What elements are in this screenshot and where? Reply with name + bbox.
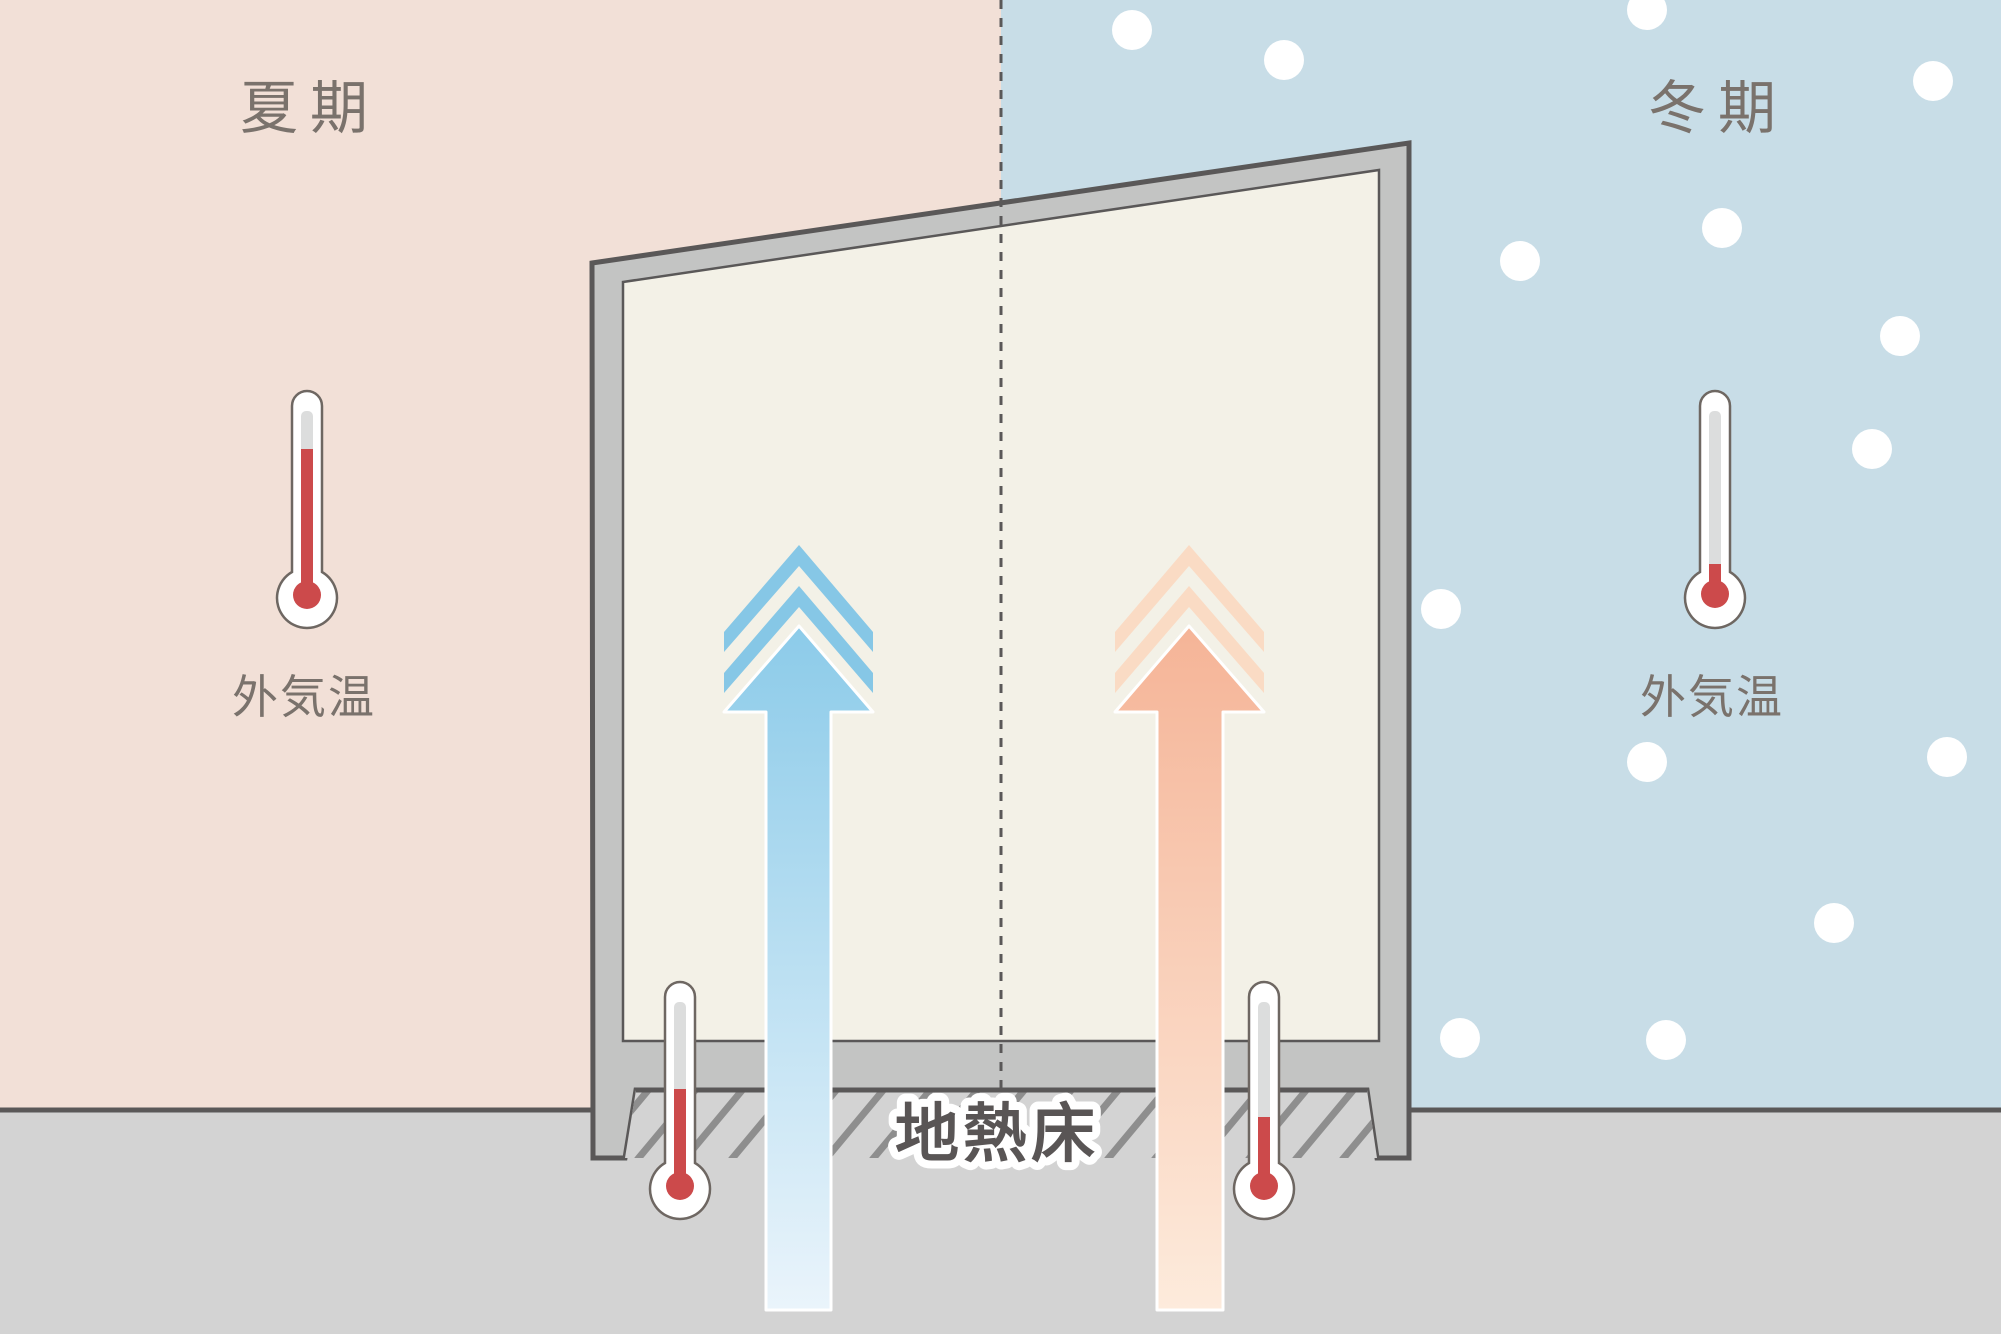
summer-outside-temp-label: 外気温 bbox=[232, 670, 376, 724]
summer-floor-thermometer-icon bbox=[648, 980, 712, 1221]
snowflake-dot-icon bbox=[1913, 61, 1953, 101]
snowflake-dot-icon bbox=[1880, 316, 1920, 356]
snowflake-dot-icon bbox=[1702, 208, 1742, 248]
summer-outside-thermometer-icon bbox=[275, 389, 339, 630]
chevron-up-icon bbox=[724, 545, 873, 652]
floor-label: 地熱床 bbox=[895, 1098, 1099, 1172]
summer-title: 夏期 bbox=[240, 74, 380, 142]
snowflake-dot-icon bbox=[1500, 241, 1540, 281]
winter-title: 冬期 bbox=[1648, 74, 1788, 142]
snowflake-dot-icon bbox=[1927, 737, 1967, 777]
summer-airflow-arrow bbox=[722, 545, 875, 1312]
snowflake-dot-icon bbox=[1440, 1018, 1480, 1058]
up-arrow-icon bbox=[722, 624, 875, 1312]
winter-outside-temp-label: 外気温 bbox=[1640, 670, 1784, 724]
chevron-up-icon bbox=[1115, 545, 1264, 652]
room-interior bbox=[621, 168, 1381, 1043]
winter-floor-thermometer-icon bbox=[1232, 980, 1296, 1221]
snowflake-dot-icon bbox=[1646, 1020, 1686, 1060]
winter-airflow-arrow bbox=[1113, 545, 1266, 1312]
snowflake-dot-icon bbox=[1421, 589, 1461, 629]
snowflake-dot-icon bbox=[1814, 903, 1854, 943]
snowflake-dot-icon bbox=[1627, 0, 1667, 30]
snowflake-dot-icon bbox=[1264, 40, 1304, 80]
snowflake-dot-icon bbox=[1627, 742, 1667, 782]
snowflake-dot-icon bbox=[1112, 10, 1152, 50]
winter-outside-thermometer-icon bbox=[1683, 389, 1747, 630]
chevron-up-icon bbox=[724, 586, 873, 693]
snowflake-dot-icon bbox=[1852, 429, 1892, 469]
chevron-up-icon bbox=[1115, 586, 1264, 693]
up-arrow-icon bbox=[1113, 624, 1266, 1312]
floor-label-outline: 地熱床 bbox=[895, 1098, 1099, 1172]
snow-dots bbox=[1112, 0, 1967, 1060]
